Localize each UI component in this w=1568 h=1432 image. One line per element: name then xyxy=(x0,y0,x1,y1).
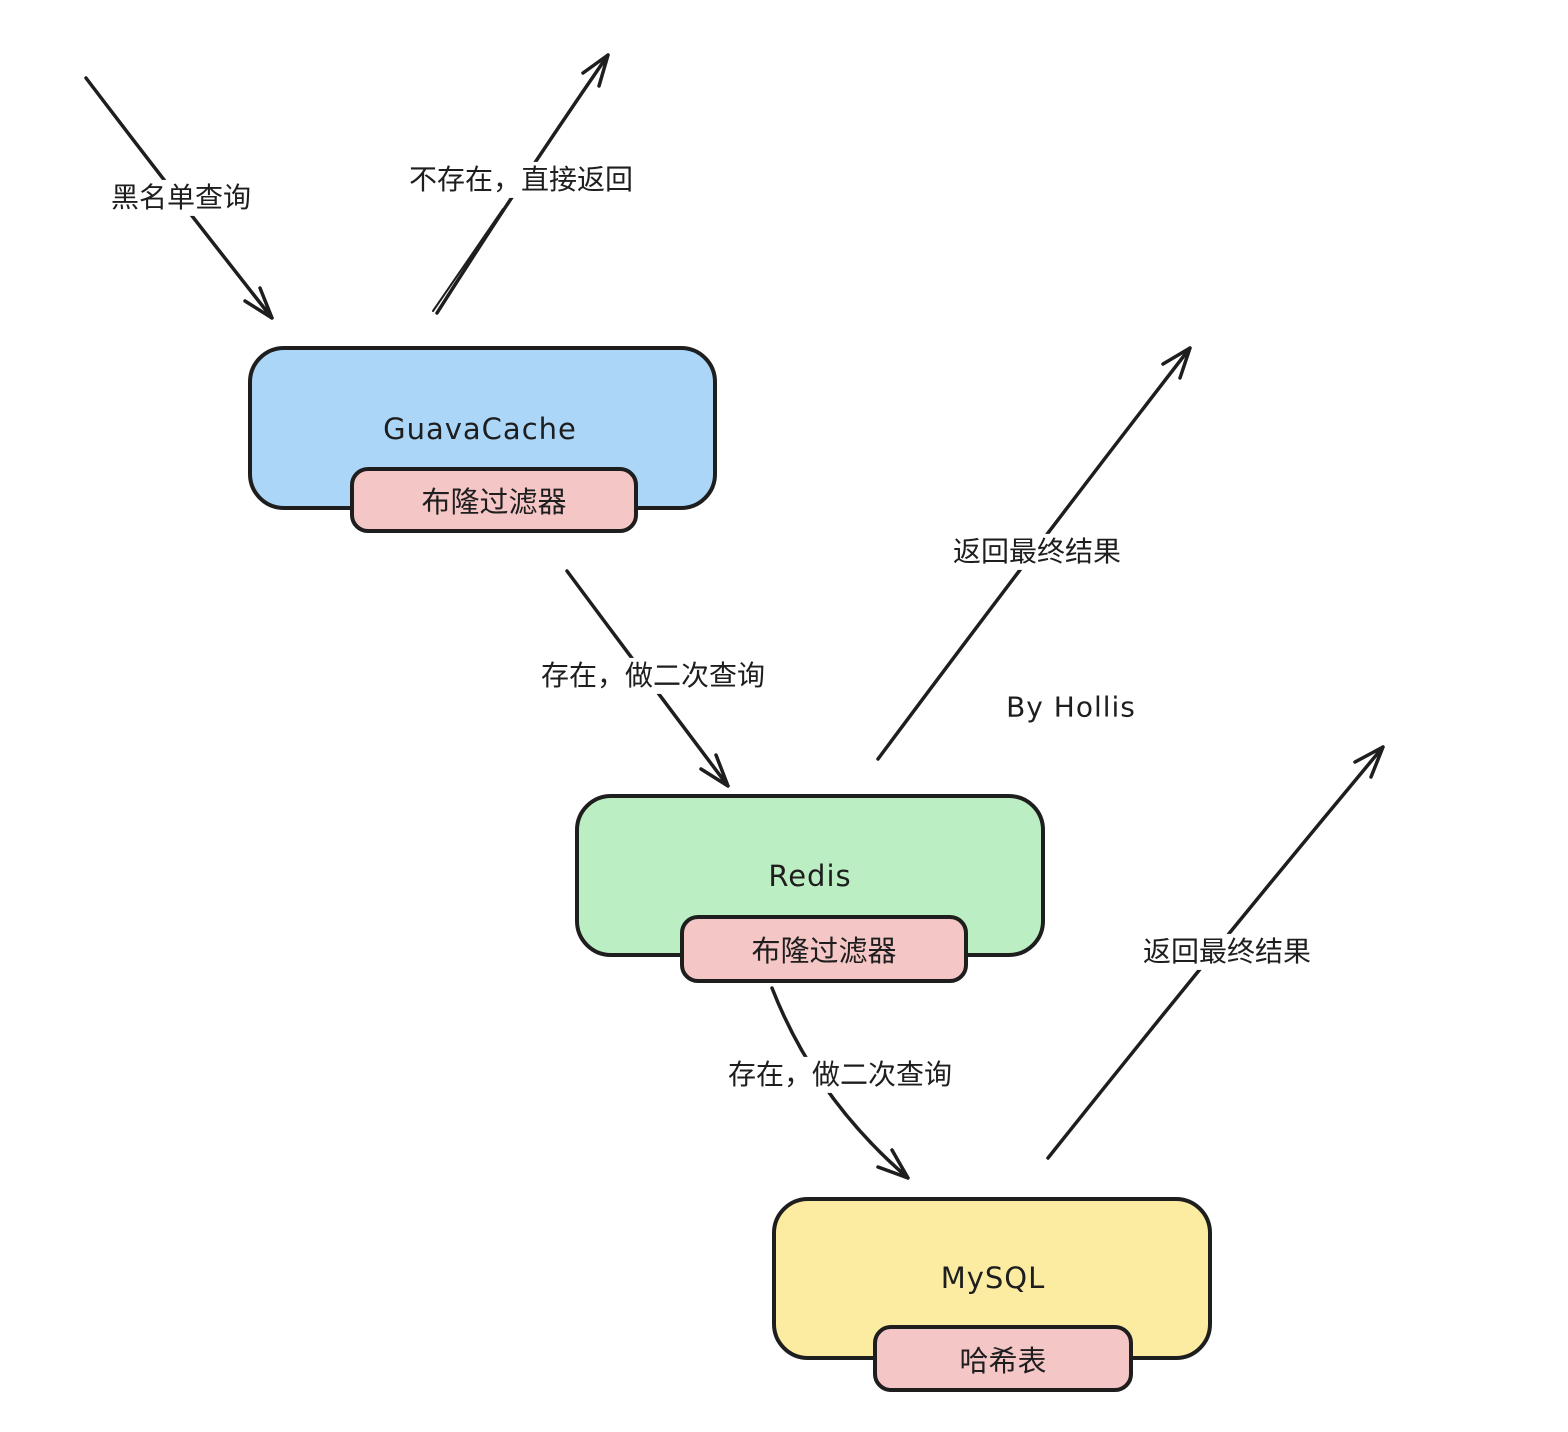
node-guavacache-bloom-filter: 布隆过滤器 xyxy=(350,467,638,533)
edge-label-exist-second-query-redis: 存在，做二次查询 xyxy=(719,1056,961,1094)
edge-label-not-exist-return: 不存在，直接返回 xyxy=(400,161,642,199)
node-mysql-hash-table: 哈希表 xyxy=(873,1325,1133,1392)
node-redis-bloom-filter-label: 布隆过滤器 xyxy=(751,934,897,968)
node-guavacache-bloom-filter-label: 布隆过滤器 xyxy=(421,485,567,519)
node-mysql-title: MySQL xyxy=(940,1261,1046,1295)
edge-label-blacklist-query: 黑名单查询 xyxy=(102,179,260,217)
watermark-by-hollis: By Hollis xyxy=(1006,690,1136,724)
node-guavacache-title: GuavaCache xyxy=(383,412,577,446)
arrow-not-exist-return-overdraw xyxy=(432,208,504,312)
node-redis-bloom-filter: 布隆过滤器 xyxy=(680,915,968,983)
node-mysql-hash-table-label: 哈希表 xyxy=(959,1343,1047,1378)
node-redis-title: Redis xyxy=(768,859,852,893)
edge-label-return-final-result-redis: 返回最终结果 xyxy=(944,533,1130,571)
edge-label-exist-second-query-guava: 存在，做二次查询 xyxy=(532,657,774,695)
edge-label-return-final-result-mysql: 返回最终结果 xyxy=(1134,933,1320,971)
